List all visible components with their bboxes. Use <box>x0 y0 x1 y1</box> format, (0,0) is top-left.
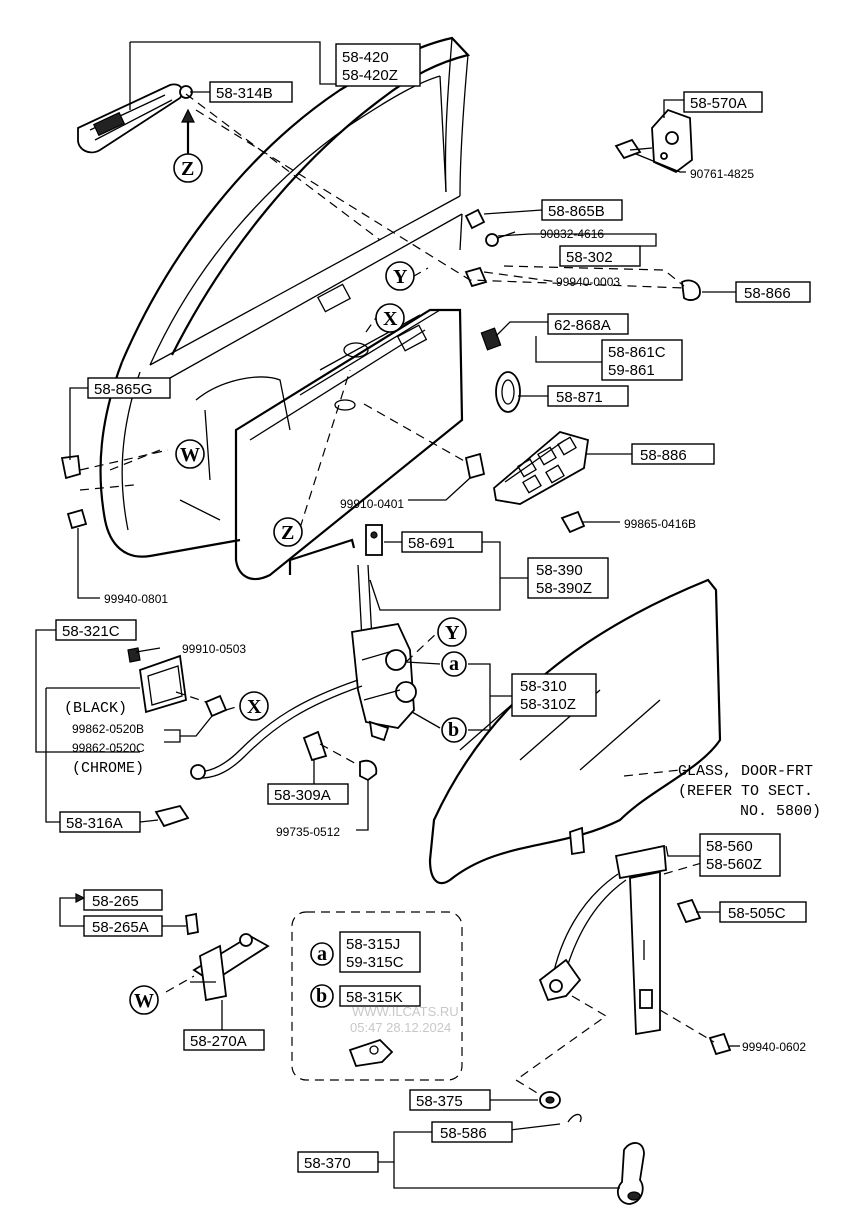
lock-rod-z <box>288 524 383 575</box>
label-58-310Z: 58-310Z <box>520 696 576 713</box>
ref-b-latch: b <box>448 719 459 741</box>
label-58-505C: 58-505C <box>728 905 786 922</box>
leader-lines <box>35 41 761 1189</box>
door-check-58-270A <box>185 912 270 1002</box>
ref-a-latch: a <box>449 653 459 675</box>
label-99735-0512: 99735-0512 <box>276 825 340 839</box>
label-58-302: 58-302 <box>566 249 613 266</box>
ref-z-top: Z <box>181 158 194 180</box>
window-crank-58-370 <box>616 1142 645 1205</box>
label-90832-4616: 90832-4616 <box>540 227 604 241</box>
label-58-560Z: 58-560Z <box>706 856 762 873</box>
label-58-586: 58-586 <box>440 1125 487 1142</box>
label-99910-0401: 99910-0401 <box>340 497 404 511</box>
latch-small-part <box>348 1038 394 1068</box>
label-59-861: 59-861 <box>608 362 655 379</box>
label-58-866: 58-866 <box>744 285 791 302</box>
label-glass-note-1: GLASS, DOOR-FRT <box>678 763 813 780</box>
label-99865-0416B: 99865-0416B <box>624 517 696 531</box>
label-58-871: 58-871 <box>556 389 603 406</box>
label-glass-note-3: NO. 5800) <box>740 803 821 820</box>
label-99862-0520C: 99862-0520C <box>72 741 145 755</box>
door-striker-58-570A <box>614 108 693 174</box>
ref-w-check: W <box>134 990 154 1012</box>
label-black: (BLACK) <box>64 700 127 717</box>
label-99910-0503: 99910-0503 <box>182 642 246 656</box>
ref-x-handle: X <box>247 696 262 718</box>
door-shell <box>99 36 471 581</box>
label-glass-note-2: (REFER TO SECT. <box>678 783 813 800</box>
ref-y-latch: Y <box>445 622 460 644</box>
label-99862-0520B: 99862-0520B <box>72 722 144 736</box>
label-90761-4825: 90761-4825 <box>690 167 754 181</box>
label-58-265A: 58-265A <box>92 919 149 936</box>
ref-z-rod: Z <box>281 522 294 544</box>
label-58-420: 58-420 <box>342 49 389 66</box>
small-fasteners-top <box>464 208 701 480</box>
ref-x-top: X <box>383 308 398 330</box>
door-pocket-58-886 <box>493 431 590 505</box>
label-62-868A: 62-868A <box>554 317 611 334</box>
label-58-570A: 58-570A <box>690 95 747 112</box>
label-58-321C: 58-321C <box>62 623 120 640</box>
label-58-390: 58-390 <box>536 562 583 579</box>
window-regulator <box>538 826 732 1056</box>
ref-w-top: W <box>180 444 200 466</box>
watermark-line-1: WWW.ILCATS.RU <box>352 1004 459 1019</box>
label-58-270A: 58-270A <box>190 1033 247 1050</box>
reference-markers: Z Y X W Z Y a X b a b W <box>129 153 467 1015</box>
label-58-691: 58-691 <box>408 535 455 552</box>
label-58-865B: 58-865B <box>548 203 605 220</box>
label-58-310: 58-310 <box>520 678 567 695</box>
label-58-315K: 58-315K <box>346 989 403 1006</box>
ref-b-box: b <box>316 985 327 1007</box>
label-chrome: (CHROME) <box>72 760 144 777</box>
part-labels: 58-420 58-420Z 58-314B 58-570A 90761-482… <box>55 43 821 1173</box>
label-58-375: 58-375 <box>416 1093 463 1110</box>
inner-handle-58-420 <box>77 83 193 154</box>
ref-y-top: Y <box>393 266 408 288</box>
door-latch-58-310 <box>351 564 417 742</box>
label-58-420Z: 58-420Z <box>342 67 398 84</box>
label-99940-0602: 99940-0602 <box>742 1040 806 1054</box>
label-58-560: 58-560 <box>706 838 753 855</box>
watermark-line-2: 05:47 28.12.2024 <box>350 1020 451 1035</box>
label-58-370: 58-370 <box>304 1155 351 1172</box>
ref-a-box: a <box>317 943 327 965</box>
label-58-886: 58-886 <box>640 447 687 464</box>
latch-parts-box <box>291 911 463 1081</box>
label-58-861C: 58-861C <box>608 344 666 361</box>
label-58-316A: 58-316A <box>66 815 123 832</box>
outer-handle-58-321C <box>127 647 228 828</box>
label-99940-0801: 99940-0801 <box>104 592 168 606</box>
label-58-314B: 58-314B <box>216 85 273 102</box>
label-58-309A: 58-309A <box>274 787 331 804</box>
label-59-315C: 59-315C <box>346 954 404 971</box>
label-58-315J: 58-315J <box>346 936 400 953</box>
label-58-390Z: 58-390Z <box>536 580 592 597</box>
label-58-865G: 58-865G <box>94 381 152 398</box>
label-99940-0003: 99940-0003 <box>556 275 620 289</box>
label-58-265: 58-265 <box>92 893 139 910</box>
